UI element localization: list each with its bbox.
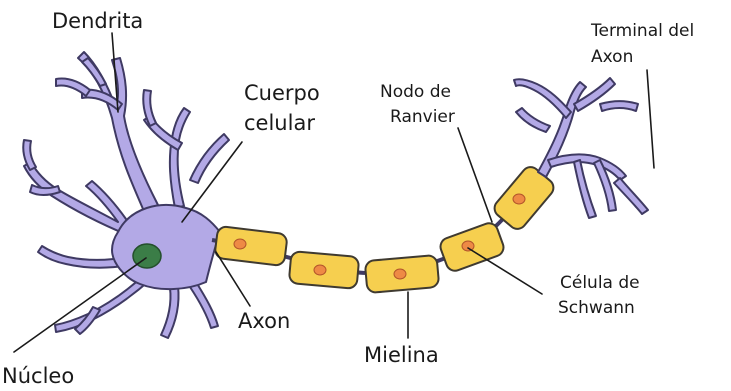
schwann-nucleus [314,265,326,275]
label-nodo-line2: Ranvier [390,107,455,127]
leader-celula [468,248,542,294]
label-cuerpo-celular-line1: Cuerpo [244,81,320,105]
label-celula-line1: Célula de [560,273,640,293]
leader-nodo [458,128,492,222]
schwann-nucleus [234,239,246,249]
label-celula-line2: Schwann [558,298,635,318]
label-cuerpo-celular-line2: celular [244,111,315,135]
label-terminal-line1: Terminal del [590,21,694,41]
label-terminal-line2: Axon [591,47,633,67]
cell-body [112,205,220,289]
label-axon: Axon [238,309,290,333]
leader-nucleo [14,258,146,352]
schwann-nucleus [394,269,406,279]
label-nodo-line1: Nodo de [380,82,451,102]
label-nucleo: Núcleo [2,364,74,388]
leader-terminal [647,70,654,168]
myelin-segment [214,226,287,266]
label-dendrita: Dendrita [52,9,143,33]
myelin-sheath [214,163,557,293]
schwann-nucleus [462,241,474,251]
dendrites [23,52,229,338]
schwann-nucleus [513,194,525,204]
label-mielina: Mielina [364,343,439,367]
